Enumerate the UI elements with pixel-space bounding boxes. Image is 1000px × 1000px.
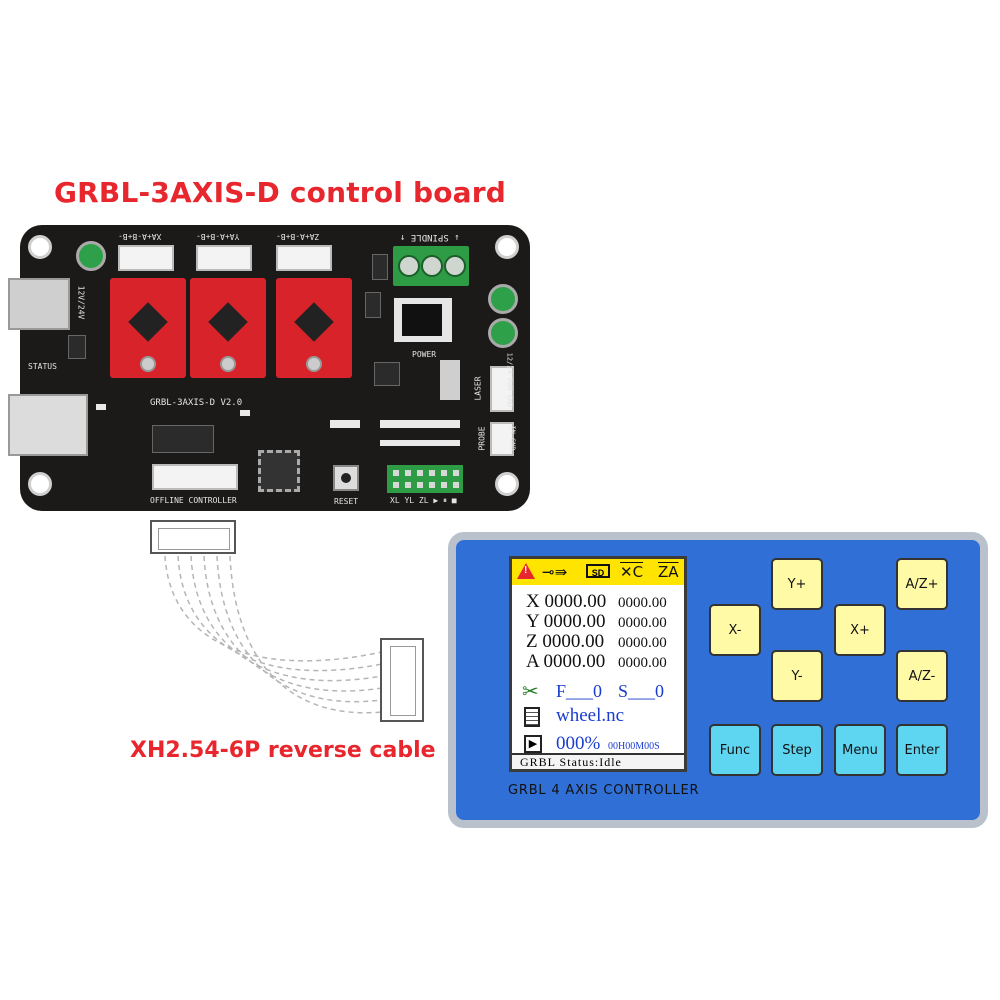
- file-icon: [524, 707, 540, 727]
- warning-icon: !: [517, 563, 535, 579]
- capacitor: [76, 241, 106, 271]
- smd-component: [380, 440, 460, 446]
- play-icon: ▶: [524, 735, 542, 753]
- enter-button[interactable]: Enter: [896, 724, 948, 776]
- power-label: POWER: [412, 350, 437, 359]
- ic-chip: [374, 362, 400, 386]
- progress-percent: 000%: [556, 733, 601, 754]
- dc-power-jack[interactable]: [8, 278, 70, 330]
- probe-connector[interactable]: [490, 422, 514, 456]
- laser-connector[interactable]: [490, 366, 514, 412]
- stepper-driver-z: [276, 278, 352, 378]
- reset-button[interactable]: [333, 465, 359, 491]
- x-minus-button[interactable]: X-: [709, 604, 761, 656]
- offline-controller-connector[interactable]: [152, 464, 238, 490]
- step-button[interactable]: Step: [771, 724, 823, 776]
- power-mosfet: [394, 298, 452, 342]
- limit-pin-header[interactable]: [387, 465, 463, 493]
- axis-row-y: Y 0000.00 0000.00: [526, 611, 667, 632]
- controller-label: GRBL 4 AXIS CONTROLLER: [508, 783, 700, 798]
- spindle-terminal[interactable]: [393, 246, 469, 286]
- lcd-screen: ! ⊸⇛ SD ✕C ZA X 0000.00 0000.00 Y 0000.0…: [509, 556, 687, 772]
- cable-label: XH2.54-6P reverse cable: [130, 738, 436, 763]
- axis-row-z: Z 0000.00 0000.00: [526, 631, 667, 652]
- axis-z-indicator: ZA: [658, 563, 679, 581]
- usb-icon: ⊸⇛: [542, 563, 568, 581]
- x-plus-button[interactable]: X+: [834, 604, 886, 656]
- stepper-driver-x: [110, 278, 186, 378]
- speed-readout: S___0: [618, 681, 665, 701]
- y-plus-button[interactable]: Y+: [771, 558, 823, 610]
- file-name: wheel.nc: [556, 705, 625, 726]
- motor-connector-z[interactable]: [276, 245, 332, 271]
- page-title: GRBL-3AXIS-D control board: [53, 176, 507, 209]
- mount-hole: [28, 472, 52, 496]
- tools-icon: ✂: [522, 681, 539, 703]
- smd-component: [240, 410, 250, 416]
- motor-connector-y[interactable]: [196, 245, 252, 271]
- motor-connector-x[interactable]: [118, 245, 174, 271]
- menu-button[interactable]: Menu: [834, 724, 886, 776]
- capacitor: [488, 284, 518, 314]
- mount-hole: [28, 235, 52, 259]
- mount-hole: [495, 235, 519, 259]
- lcd-status-bar: ! ⊸⇛ SD ✕C ZA: [512, 559, 684, 585]
- axis-x-indicator: ✕C: [620, 563, 644, 581]
- status-label: STATUS: [28, 362, 57, 371]
- grbl-status: GRBL Status:Idle: [512, 753, 684, 769]
- axis-row-x: X 0000.00 0000.00: [526, 591, 667, 612]
- smd-component: [440, 360, 460, 400]
- board-name-label: GRBL-3AXIS-D V2.0: [150, 398, 243, 408]
- stepper-driver-y: [190, 278, 266, 378]
- capacitor: [488, 318, 518, 348]
- ic-chip: [68, 335, 86, 359]
- cable-plug-board-side: [150, 520, 236, 554]
- feed-readout: F___0: [556, 681, 603, 701]
- cable-plug-controller-side: [380, 638, 424, 722]
- smd-component: [96, 404, 106, 410]
- sd-card-icon: SD: [586, 564, 610, 578]
- usb-serial-chip: [152, 425, 214, 453]
- mount-hole: [495, 472, 519, 496]
- smd-component: [330, 420, 360, 428]
- reset-label: RESET: [334, 497, 359, 506]
- smd-component: [380, 420, 460, 428]
- offline-controller-label: OFFLINE CONTROLLER: [150, 496, 237, 505]
- a-z-minus-button[interactable]: A/Z-: [896, 650, 948, 702]
- ic-chip: [365, 292, 381, 318]
- microcontroller: [258, 450, 300, 492]
- usb-port[interactable]: [8, 394, 88, 456]
- y-minus-button[interactable]: Y-: [771, 650, 823, 702]
- limit-pins-label: XL YL ZL ▶ ⏸ ■: [390, 496, 457, 505]
- elapsed-time: 00H00M00S: [608, 741, 660, 752]
- ic-chip: [372, 254, 388, 280]
- func-button[interactable]: Func: [709, 724, 761, 776]
- axis-row-a: A 0000.00 0000.00: [526, 651, 667, 672]
- a-z-plus-button[interactable]: A/Z+: [896, 558, 948, 610]
